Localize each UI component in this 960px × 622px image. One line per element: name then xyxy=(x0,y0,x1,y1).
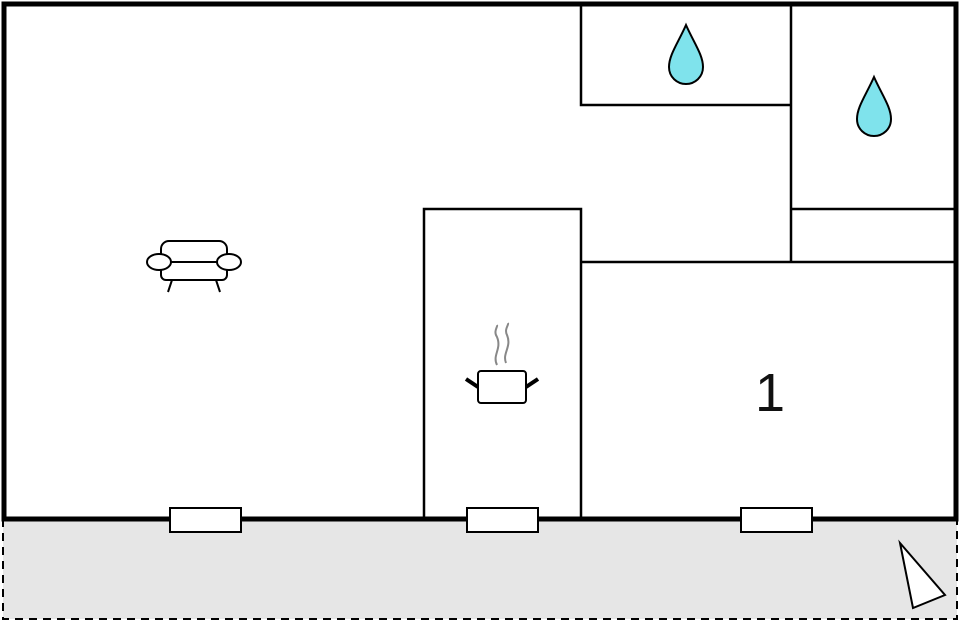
north-arrow-icon xyxy=(898,539,947,610)
water-drop-icon xyxy=(855,74,893,138)
window xyxy=(169,507,242,533)
cooking-pot-icon xyxy=(464,322,540,404)
interior-walls xyxy=(422,4,956,519)
window xyxy=(740,507,813,533)
terrace-area xyxy=(2,518,958,620)
water-drop-icon xyxy=(667,22,705,86)
sofa-icon xyxy=(146,240,242,293)
room-label: 1 xyxy=(755,363,785,423)
window xyxy=(466,507,539,533)
